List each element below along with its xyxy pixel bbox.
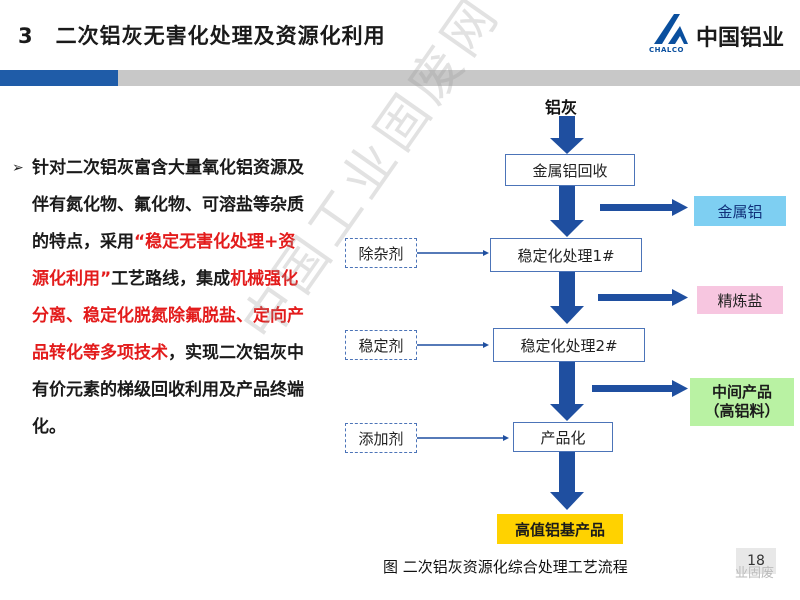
output-intermediate-line2: （高铝料） <box>704 402 780 420</box>
output-intermediate-product: 中间产品 （高铝料） <box>690 378 794 426</box>
output-intermediate-line1: 中间产品 <box>711 383 772 401</box>
output-final-product-label: 高值铝基产品 <box>514 520 605 539</box>
arrow-down-4 <box>550 362 584 421</box>
step-stabilize-1-label: 稳定化处理1# <box>517 246 615 265</box>
step-productize: 产品化 <box>513 422 613 452</box>
arrow-right-metal <box>600 199 688 216</box>
step-stabilize-2: 稳定化处理2# <box>493 328 645 362</box>
output-refining-salt-label: 精炼盐 <box>717 291 763 310</box>
additive-agent: 添加剂 <box>345 423 417 453</box>
bullet-text-part1: 针对二次铝灰富含大量氧化铝资源及伴有氮化物、氟化物、可溶盐等杂质的特点，采用 <box>32 158 304 252</box>
additive-agent-label: 添加剂 <box>358 429 404 448</box>
bullet-highlight-route: “稳定无害化处理+资源化利用” <box>32 232 296 289</box>
step-stabilize-2-label: 稳定化处理2# <box>520 336 618 355</box>
figure-caption: 图 二次铝灰资源化综合处理工艺流程 <box>383 558 628 576</box>
slide-title: 3 二次铝灰无害化处理及资源化利用 <box>18 20 386 50</box>
output-refining-salt: 精炼盐 <box>697 286 783 314</box>
bullet-text-part3: ，实现二次铝灰中有价元素的梯级回收利用及产品终端化。 <box>32 343 304 437</box>
additive-stabilizer: 稳定剂 <box>345 330 417 360</box>
header-bar <box>118 70 800 86</box>
additive-impurity-remover-label: 除杂剂 <box>358 244 404 263</box>
arrow-down-1 <box>550 116 584 154</box>
step-productize-label: 产品化 <box>540 428 586 447</box>
bullet-text-part2: 工艺路线，集成 <box>111 269 231 289</box>
arrow-down-5 <box>550 452 584 510</box>
arrow-right-salt <box>598 289 688 306</box>
chalco-logo-icon <box>654 14 688 44</box>
arrow-right-intermediate <box>592 380 688 397</box>
additive-stabilizer-label: 稳定剂 <box>358 336 404 355</box>
header-bar-accent <box>0 70 118 86</box>
arrow-down-2 <box>550 186 584 237</box>
bullet-paragraph: ➢ 针对二次铝灰富含大量氧化铝资源及伴有氮化物、氟化物、可溶盐等杂质的特点，采用… <box>12 150 312 446</box>
output-metal-aluminum: 金属铝 <box>694 196 786 226</box>
step-metal-recovery-label: 金属铝回收 <box>532 161 608 180</box>
step-metal-recovery: 金属铝回收 <box>505 154 635 186</box>
page-number: 18 <box>736 548 776 574</box>
output-final-product: 高值铝基产品 <box>497 514 623 544</box>
additive-impurity-remover: 除杂剂 <box>345 238 417 268</box>
flow-input-label: 铝灰 <box>545 98 578 117</box>
bullet-highlight-tech: 机械强化分离、稳定化脱氮除氟脱盐、定向产品转化等多项技术 <box>32 269 304 363</box>
watermark-corner: 业固废 <box>735 566 775 581</box>
logo-subtext: CHALCO <box>649 46 684 54</box>
title-text: 二次铝灰无害化处理及资源化利用 <box>55 24 386 48</box>
step-stabilize-1: 稳定化处理1# <box>490 238 642 272</box>
arrow-down-3 <box>550 272 584 324</box>
logo-text: 中国铝业 <box>696 26 785 51</box>
bullet-arrow-icon: ➢ <box>12 160 24 176</box>
section-number: 3 <box>18 24 34 48</box>
output-metal-aluminum-label: 金属铝 <box>717 202 763 221</box>
